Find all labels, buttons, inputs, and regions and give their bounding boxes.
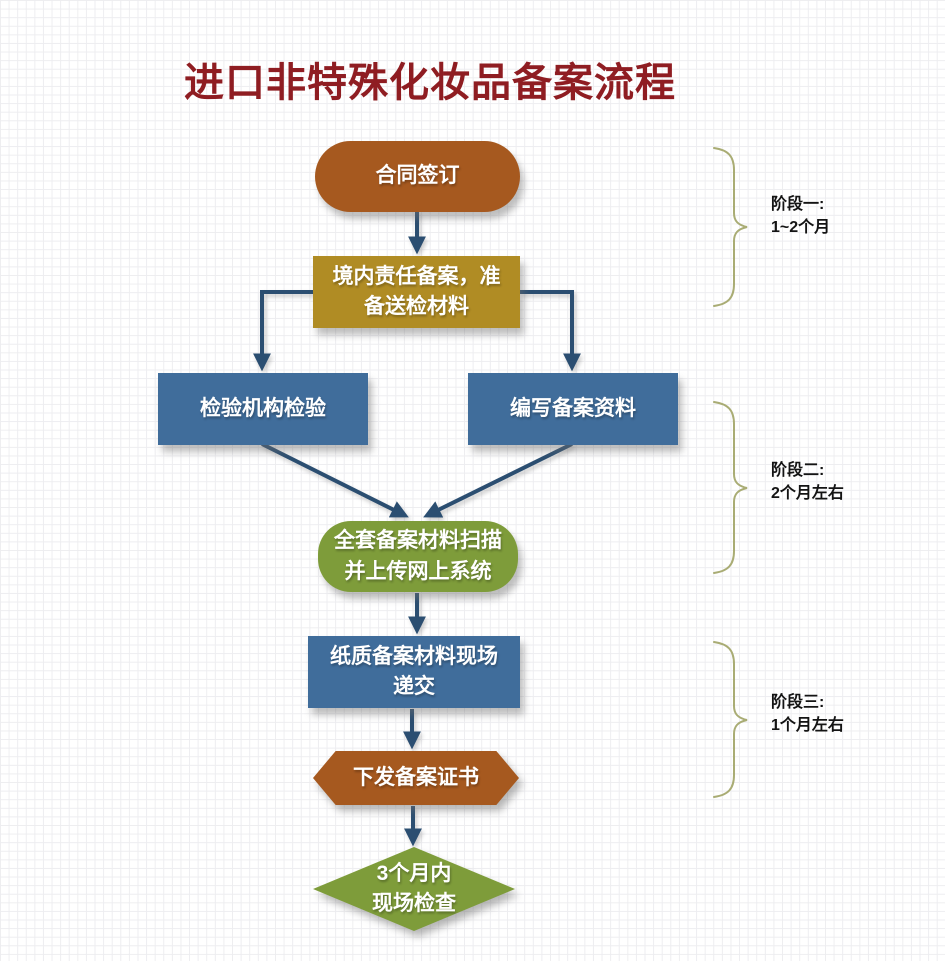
node-onsite-inspection-3months-label: 3个月内 现场检查 (372, 861, 456, 915)
node-inspection-agency-testing: 检验机构检验 (158, 373, 368, 445)
node-inspection-agency-testing-label: 检验机构检验 (200, 396, 326, 420)
stage1-name: 阶段一: (771, 196, 825, 213)
node-onsite-inspection-3months: 3个月内 现场检查 (313, 847, 515, 931)
stage3-duration: 1个月左右 (771, 716, 844, 734)
stage3-name: 阶段三: (771, 694, 825, 711)
node-issue-filing-certificate: 下发备案证书 (313, 751, 519, 805)
stage3-brace (713, 641, 748, 798)
node-contract-signing-label: 合同签订 (375, 164, 460, 188)
node-compile-filing-materials: 编写备案资料 (468, 373, 678, 445)
node-domestic-responsible-filing: 境内责任备案，准 备送检材料 (313, 256, 520, 328)
stage1-duration: 1~2个月 (771, 218, 831, 236)
arrow-compile-to-scan (423, 442, 573, 518)
node-domestic-responsible-filing-label: 境内责任备案，准 备送检材料 (332, 264, 501, 318)
stage1-label: 阶段一: 1~2个月 (771, 194, 911, 239)
node-scan-upload-system: 全套备案材料扫描 并上传网上系统 (318, 521, 518, 592)
node-scan-upload-system-label: 全套备案材料扫描 并上传网上系统 (334, 529, 502, 583)
node-paper-materials-onsite-submission: 纸质备案材料现场 递交 (308, 636, 520, 708)
page-title: 进口非特殊化妆品备案流程 (184, 59, 676, 106)
stage2-brace (713, 401, 748, 574)
arrow-inspection-to-scan (261, 442, 409, 518)
node-issue-filing-certificate-label: 下发备案证书 (353, 765, 479, 789)
stage2-label: 阶段二: 2个月左右 (771, 460, 911, 505)
arrow-domestic-to-compile (520, 290, 581, 372)
node-contract-signing: 合同签订 (315, 141, 520, 212)
stage2-duration: 2个月左右 (771, 484, 844, 502)
arrow-domestic-to-inspection (253, 290, 313, 372)
node-paper-materials-onsite-submission-label: 纸质备案材料现场 递交 (330, 644, 498, 698)
stage1-brace (713, 147, 748, 307)
stage3-label: 阶段三: 1个月左右 (771, 692, 911, 737)
stage2-name: 阶段二: (771, 462, 825, 479)
node-compile-filing-materials-label: 编写备案资料 (510, 396, 636, 420)
